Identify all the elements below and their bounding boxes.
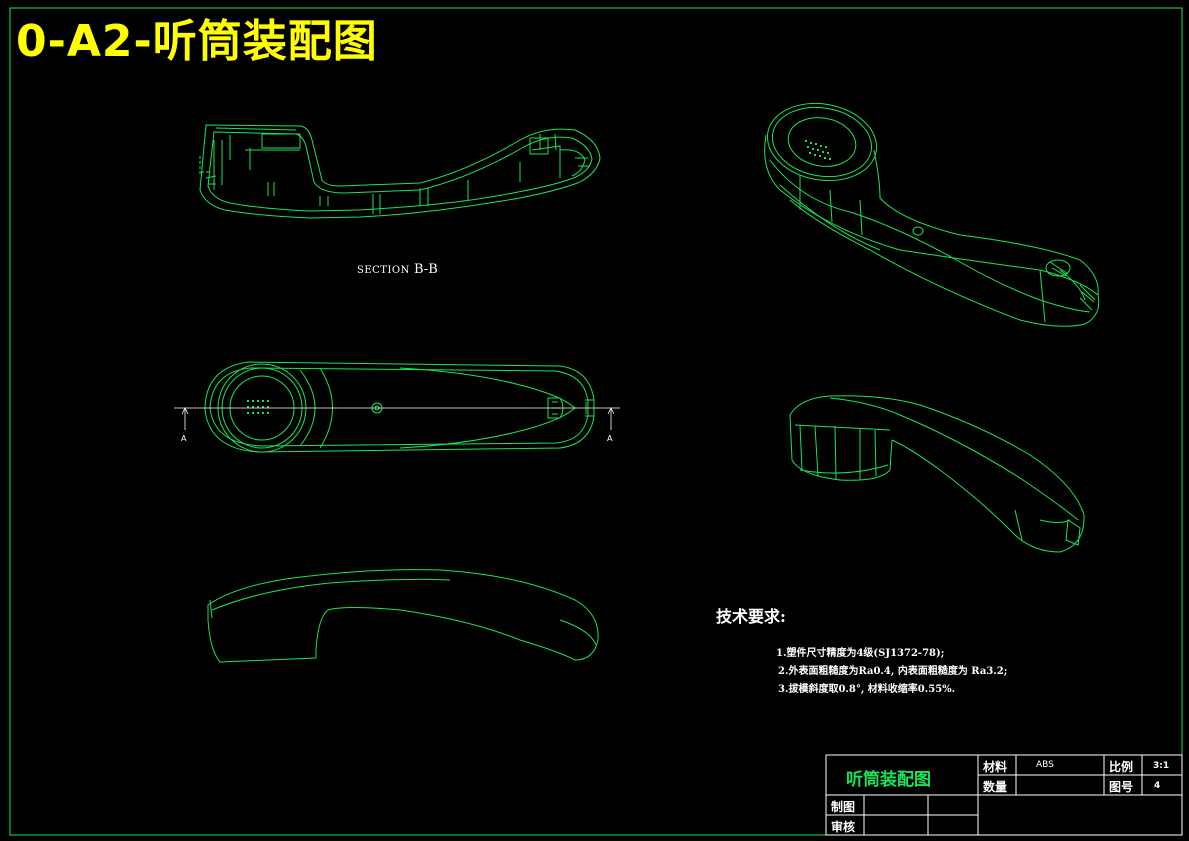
title-block-quantity-label: 数量 [983,780,1008,794]
section-label: SECTION B-B [357,262,438,277]
technical-requirement-2: 2.外表面粗糙度为Ra0.4, 内表面粗糙度为 Ra3.2; [778,666,1008,677]
side-view [207,569,599,663]
section-label-prefix: SECTION [357,265,410,276]
title-block-name: 听筒装配图 [846,770,931,790]
technical-requirement-3: 3.拔模斜度取0.8°, 材料收缩率0.55%. [778,684,956,695]
title-block-checked-by-label: 审核 [831,820,856,834]
isometric-view-1 [764,102,1100,327]
title-block-scale-value: 3:1 [1153,761,1170,771]
drawing-title: 0-A2-听筒装配图 [16,16,378,67]
title-block-drawn-by-label: 制图 [831,800,856,814]
title-block-scale-label: 比例 [1109,760,1134,774]
title-block-material-label: 材料 [983,760,1008,774]
section-label-name: B-B [414,262,438,277]
outer-frame [9,7,1183,836]
title-block-material-value: ABS [1036,760,1054,770]
section-marker-right: A [607,434,613,443]
isometric-view-2 [789,395,1085,553]
section-line-a-a [174,407,620,430]
title-block [825,754,1183,836]
section-view-b-b [199,124,601,219]
title-block-drawing-no-label: 图号 [1109,780,1134,794]
top-view [204,361,595,453]
section-marker-left: A [181,434,187,443]
technical-requirement-1: 1.塑件尺寸精度为4级(SJ1372-78); [776,648,945,659]
title-block-drawing-no-value: 4 [1154,781,1161,791]
technical-requirements-heading: 技术要求: [716,607,786,626]
